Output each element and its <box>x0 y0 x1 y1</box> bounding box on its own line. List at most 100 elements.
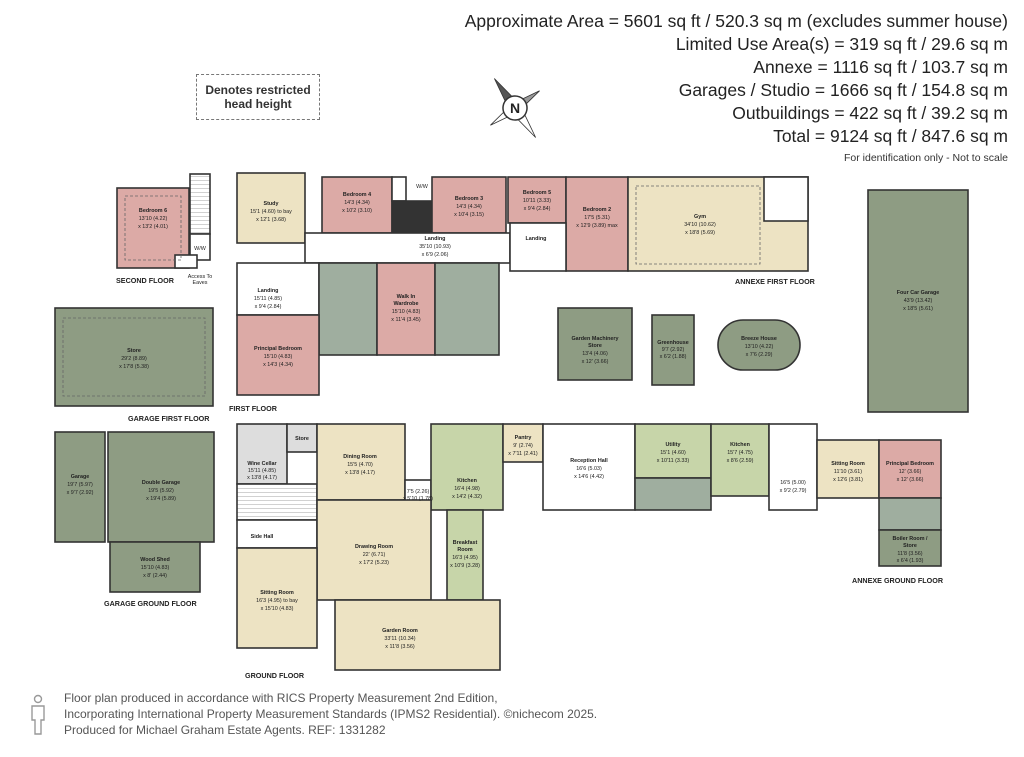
room-label: Study <box>264 201 279 207</box>
room-label: Gym <box>694 214 706 220</box>
room-dim: 13'10 (4.22) <box>139 216 168 222</box>
room-dim: 15'10 (4.83) <box>141 565 170 571</box>
room-garden <box>334 599 501 671</box>
room-dim: x 13'8 (4.17) <box>247 475 277 481</box>
room-label: W/W <box>416 184 429 190</box>
room-dim: x 14'2 (4.32) <box>452 494 482 500</box>
stair-second <box>189 173 211 235</box>
compass-icon: N <box>490 78 540 138</box>
room-label: Utility <box>666 442 681 448</box>
room-dim: 35'10 (10.93) <box>419 244 451 250</box>
room-dim: x 17'2 (5.23) <box>359 560 389 566</box>
room-bedroom4 <box>321 176 393 234</box>
room-dim: 14'3 (4.34) <box>456 204 482 210</box>
floor-label: GROUND FLOOR <box>245 671 305 680</box>
room-label: Access To <box>188 274 212 280</box>
footer-line-text: Produced for Michael Graham Estate Agent… <box>64 723 305 737</box>
scale-note: For identification only - Not to scale <box>844 152 1008 164</box>
room-breeze-house <box>717 319 801 371</box>
restricted-zone <box>62 317 206 397</box>
room-double-garage <box>107 431 215 543</box>
room-label: Side Hall <box>251 534 274 540</box>
room-dim: 15'11 (4.85) <box>248 468 276 474</box>
room-dim: 14'3 (4.34) <box>344 200 370 206</box>
room-bathroom2 <box>434 262 500 356</box>
room-label: Garden Room <box>382 628 418 634</box>
room-study <box>236 172 306 244</box>
room-bedroom3 <box>431 176 507 234</box>
wiw-1 <box>391 176 407 202</box>
room-drawing <box>316 499 432 601</box>
room-label: Wood Shed <box>140 557 170 563</box>
area-line: Annexe = 1116 sq ft / 103.7 sq m <box>753 57 1008 77</box>
room-dim: x 7'11 (2.41) <box>508 451 538 457</box>
room-label: Store <box>903 543 917 549</box>
room-label: W/W <box>194 246 207 252</box>
room-label: Walk In <box>397 294 416 300</box>
floor-label: GARAGE FIRST FLOOR <box>128 414 210 423</box>
room-dim: 15'11 (4.85) <box>254 296 282 302</box>
room-label: Bedroom 2 <box>583 207 611 213</box>
room-dim: x 10'4 (3.15) <box>454 212 484 218</box>
room-dim: x 5'10 (1.78) <box>403 496 433 502</box>
restricted-zone <box>124 195 182 261</box>
footer-line: Floor plan produced in accordance with R… <box>64 691 498 705</box>
room-dim: x 12'9 (3.89) max <box>576 223 618 229</box>
room-utility <box>634 423 712 479</box>
dark-wardrobe <box>391 200 433 234</box>
area-summary: Approximate Area = 5601 sq ft / 520.3 sq… <box>465 10 1008 166</box>
room-dim: x 14'6 (4.42) <box>574 474 604 480</box>
room-store-gf <box>54 307 214 407</box>
room-dim: 15'7 (4.75) <box>727 450 753 456</box>
room-label: Kitchen <box>730 442 750 448</box>
floor-label: SECOND FLOOR <box>116 276 175 285</box>
room-dim: 15'10 (4.83) <box>392 309 421 315</box>
room-label: Garage <box>71 474 90 480</box>
room-dim: 10'11 (3.33) <box>523 198 551 204</box>
room-label: Principal Bedroom <box>254 346 302 352</box>
room-dim: 33'11 (10.34) <box>384 636 415 642</box>
room-label: Wardrobe <box>394 301 419 307</box>
room-dim: x 13'8 (4.17) <box>345 470 375 476</box>
room-dim: 19'5 (5.92) <box>148 488 174 494</box>
room-dim: x 11'8 (3.56) <box>385 644 415 650</box>
room-dim: 22' (6.71) <box>363 552 386 558</box>
room-label: Sitting Room <box>831 461 865 467</box>
room-boiler <box>878 529 942 567</box>
room-label: Store <box>295 436 309 442</box>
room-label: Store <box>127 348 141 354</box>
room-greenhouse <box>651 314 695 386</box>
room-label: Reception Hall <box>570 458 608 464</box>
room-dim: x 9'4 (2.84) <box>524 206 551 212</box>
footer-line: Produced for Michael Graham Estate Agent… <box>64 722 597 738</box>
room-garage <box>54 431 106 543</box>
room-dim: 16'3 (4.95) <box>452 555 478 561</box>
room-dim: x 9'7 (2.92) <box>67 490 94 496</box>
restricted-zone <box>635 185 761 265</box>
eaves-access <box>174 254 198 269</box>
floor-label: ANNEXE GROUND FLOOR <box>852 576 944 585</box>
area-line: Outbuildings = 422 sq ft / 39.2 sq m <box>732 103 1008 123</box>
floor-label: ANNEXE FIRST FLOOR <box>735 277 816 286</box>
room-annexe-hall <box>768 423 818 511</box>
room-label: Sitting Room <box>260 590 294 596</box>
room-dim: x 12'6 (3.81) <box>833 477 863 483</box>
room-side-hall <box>236 519 318 549</box>
room-dim: 16'3 (4.95) to bay <box>256 598 298 604</box>
room-dim: x 12' (3.66) <box>582 359 609 365</box>
room-dim: 15'1 (4.60) to bay <box>250 209 292 215</box>
room-dim: 11'8 (3.56) <box>897 551 922 557</box>
room-label: Breeze House <box>741 336 777 342</box>
room-dim: x 12'1 (3.68) <box>256 217 286 223</box>
footer-line: Incorporating International Property Mea… <box>64 706 597 722</box>
room-wine-cellar <box>236 423 288 485</box>
room-landing-left <box>236 262 320 316</box>
room-label: Dining Room <box>343 454 377 460</box>
room-label: Room <box>457 547 472 553</box>
restricted-height-legend: Denotes restricted head height <box>196 74 320 120</box>
room-dim: x 12' (3.66) <box>897 477 924 483</box>
room-dim: x 10'11 (3.33) <box>657 458 690 464</box>
room-label: Wine Cellar <box>247 461 277 467</box>
room-label: Store <box>588 343 602 349</box>
